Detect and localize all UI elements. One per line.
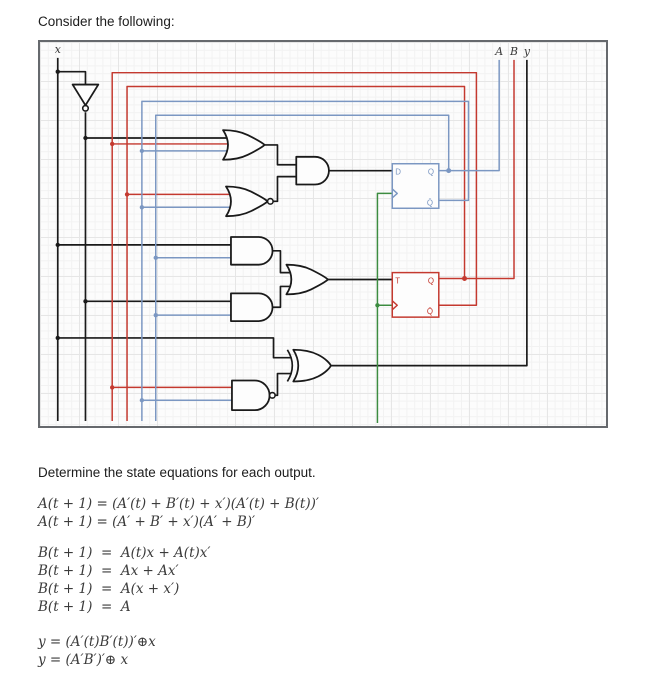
equation-line: B(t + 1) = A(x + x′) [38, 581, 180, 597]
not-gate [71, 83, 100, 112]
t-flip-flop-q-label: Q [428, 276, 434, 285]
wire-dff-q-loop [155, 114, 450, 422]
wire-x-to-inverter [57, 70, 87, 85]
d-flip-flop-input-label: D [395, 168, 401, 177]
junction-dot [55, 335, 60, 341]
equation-line: A(t + 1) = (A′ + B′ + x′)(A′ + B)′ [38, 514, 256, 530]
nand-gate-bubble [268, 391, 276, 399]
not-gate-triangle [71, 83, 100, 107]
nand-gate [231, 379, 276, 412]
red-wires [111, 59, 515, 422]
wire-nand-to-xor [275, 372, 292, 397]
junction-dot [139, 398, 145, 403]
circuit-svg: D Q Q̄ T Q Q̄ [55, 43, 531, 424]
junction-dot [375, 303, 380, 308]
wire-and2-to-or2 [272, 285, 295, 309]
intro-text: Consider the following: [38, 14, 175, 29]
d-flip-flop-qbar-label: Q̄ [427, 198, 433, 207]
equation-line: y = (A′(t)B′(t))′⊕x [38, 634, 156, 650]
nor-gate-bubble [266, 197, 274, 205]
t-flip-flop-box [391, 271, 440, 318]
problem-page: Consider the following: [38, 14, 649, 669]
and-gate-1 [230, 236, 274, 266]
t-flip-flop-clock-triangle [391, 300, 398, 311]
equation-block-y: y = (A′(t)B′(t))′⊕x y = (A′B′)′⊕ x [38, 633, 649, 669]
equation-block-a: A(t + 1) = (A′(t) + B′(t) + x′)(A′(t) + … [38, 495, 649, 531]
junction-dot [446, 168, 452, 174]
junction-dot [139, 148, 145, 154]
wire-dff-q-to-a [438, 59, 500, 172]
junction-dot [83, 135, 88, 141]
or-gate-2 [285, 263, 329, 296]
junction-dots [55, 69, 467, 403]
d-flip-flop-clock-triangle [391, 188, 398, 199]
nor-gate-body [225, 185, 269, 218]
xor-gate-body [292, 348, 332, 383]
junction-dot [124, 192, 130, 197]
nor-gate [225, 185, 274, 218]
junction-dot [139, 205, 145, 210]
xor-gate [286, 348, 332, 383]
wire-tff-qbar-loop [111, 71, 478, 422]
green-wires [376, 192, 393, 424]
equation-line: A(t + 1) = (A′(t) + B′(t) + x′)(A′(t) + … [38, 496, 319, 512]
d-flip-flop-q-label: Q [428, 168, 434, 177]
wire-x-to-xor [57, 337, 292, 359]
junction-dot [462, 276, 467, 282]
not-gate-bubble [81, 104, 90, 112]
wire-xor-to-y [330, 59, 528, 367]
junction-dot [110, 141, 115, 147]
equation-line: B(t + 1) = A [38, 599, 131, 615]
equation-line: y = (A′B′)′⊕ x [38, 652, 129, 668]
junction-dot [55, 69, 60, 74]
equation-block-b: B(t + 1) = A(t)x + A(t)x′ B(t + 1) = Ax … [38, 544, 649, 616]
signal-label-a: A [494, 45, 503, 58]
nand-gate-body [231, 379, 271, 412]
junction-dot [153, 255, 158, 260]
wire-clock-bus [376, 192, 393, 424]
t-flip-flop-qbar-label: Q̄ [427, 307, 433, 316]
xor-gate-back-arc [286, 349, 294, 382]
and-gate-3 [295, 155, 330, 186]
wire-nor-to-and3 [273, 175, 297, 203]
t-flip-flop: T Q Q̄ [391, 271, 440, 318]
equation-line: B(t + 1) = A(t)x + A(t)x′ [38, 545, 211, 561]
wire-and1-to-or2 [272, 249, 295, 274]
signal-label-x: x [55, 43, 61, 56]
wire-or1-to-and3 [264, 144, 297, 166]
junction-dot [83, 299, 88, 304]
d-flip-flop-box [391, 162, 440, 210]
signal-label-y: y [523, 45, 531, 58]
wire-tff-q-loop [126, 85, 466, 422]
and-gate-2 [230, 292, 274, 322]
signal-label-b: B [509, 45, 518, 58]
t-flip-flop-input-label: T [395, 276, 400, 285]
prompt-text: Determine the state equations for each o… [38, 465, 316, 480]
or-gate-1 [222, 129, 266, 161]
junction-dot [153, 312, 158, 318]
junction-dot [110, 385, 115, 390]
d-flip-flop: D Q Q̄ [391, 162, 440, 210]
equation-line: B(t + 1) = Ax + Ax′ [38, 563, 179, 579]
black-wires [56, 57, 528, 422]
junction-dot [55, 242, 60, 248]
circuit-diagram: D Q Q̄ T Q Q̄ [38, 40, 608, 428]
